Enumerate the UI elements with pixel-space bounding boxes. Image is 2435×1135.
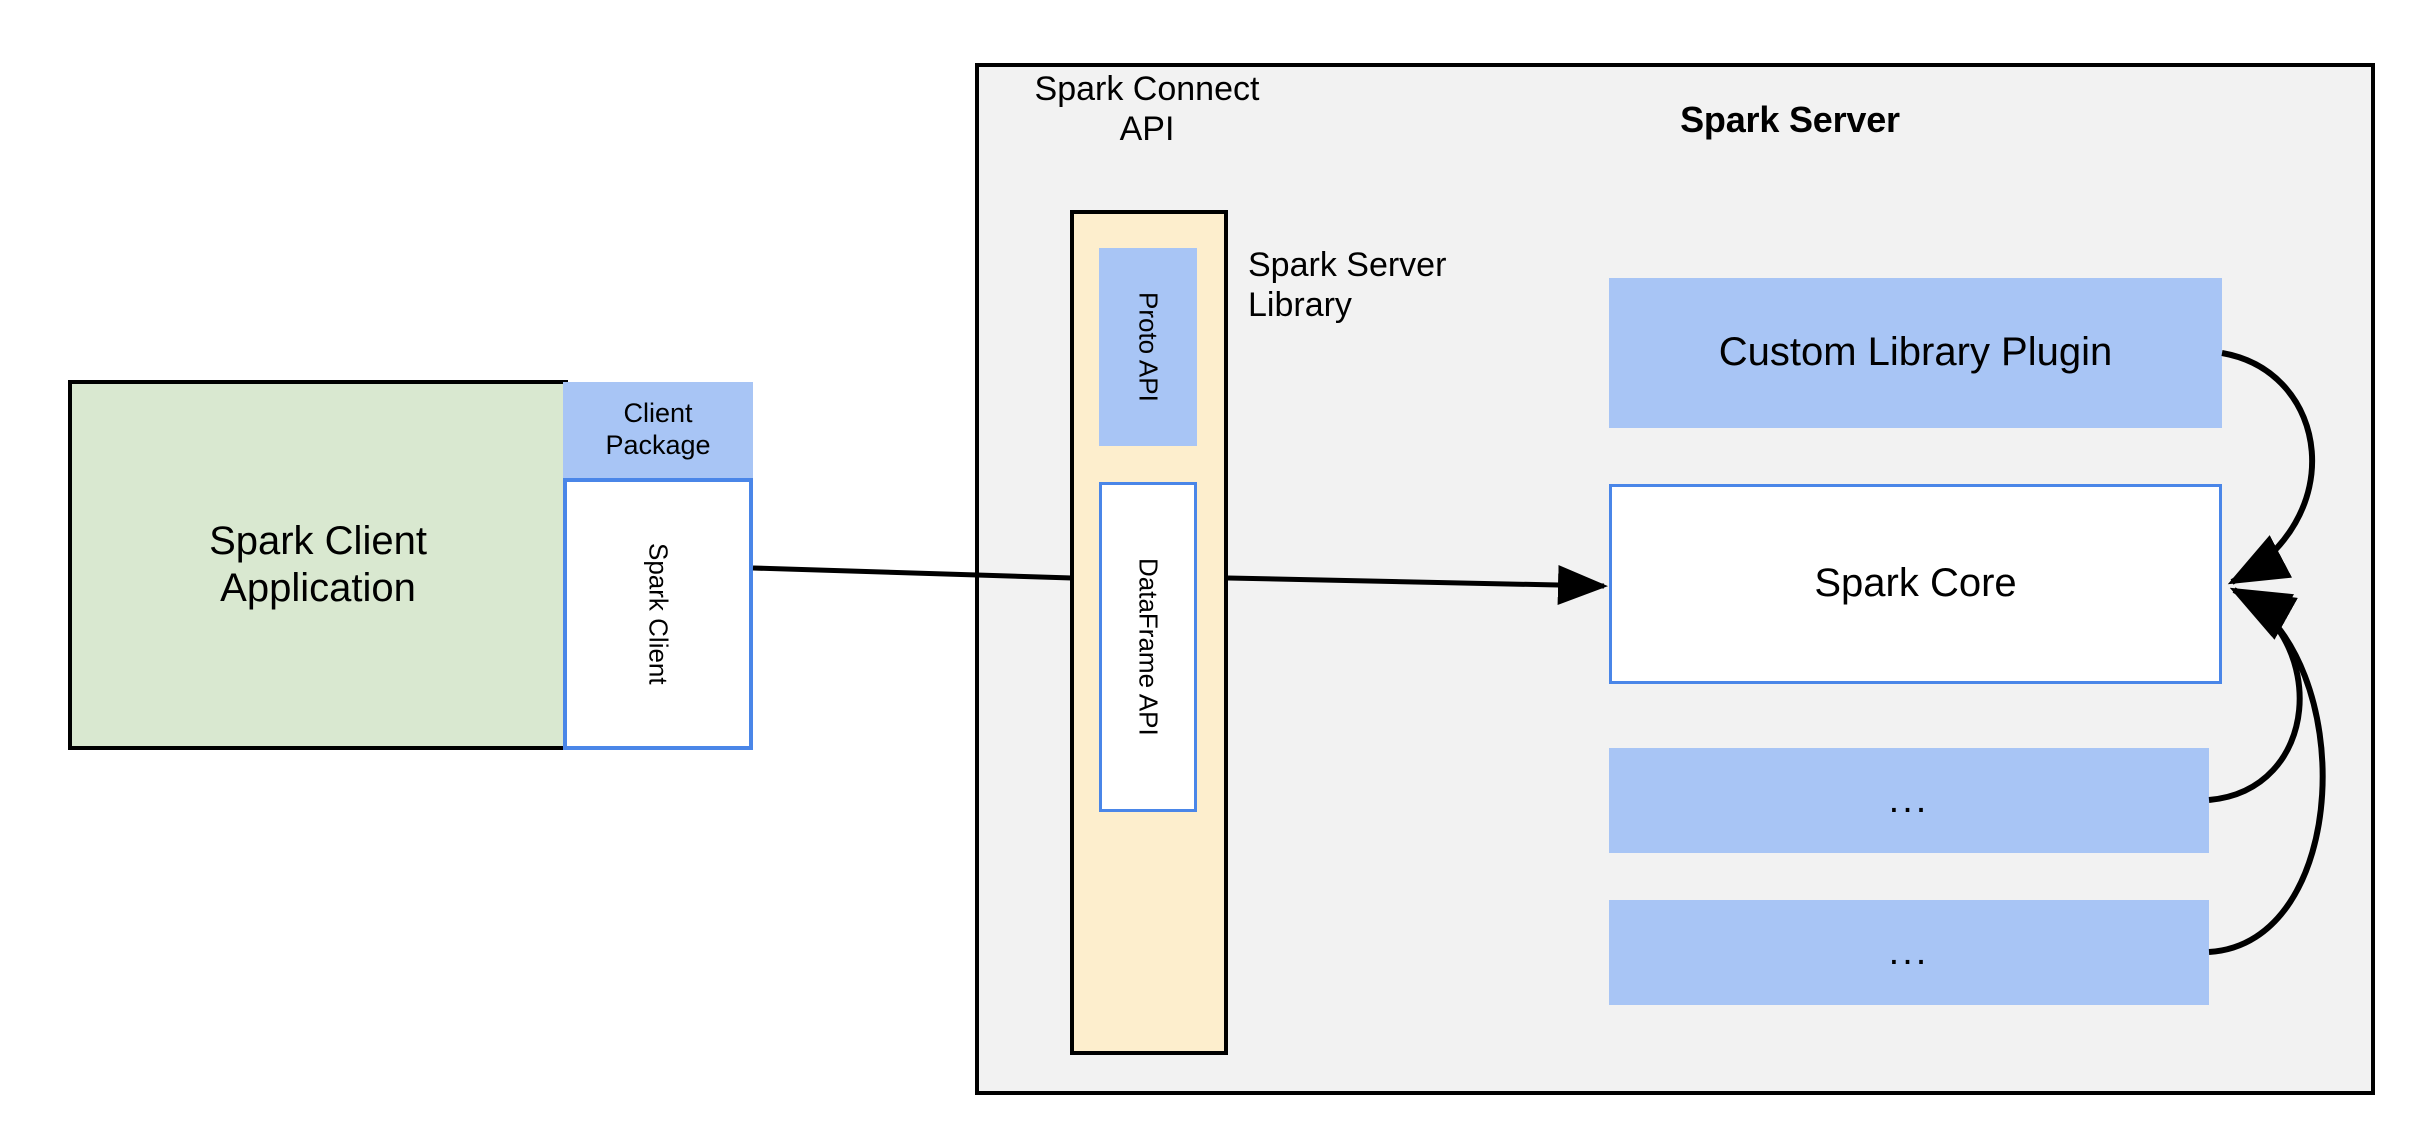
spark-client-application-label-line1: Spark Client (209, 518, 427, 563)
spark-core-box: Spark Core (1609, 484, 2222, 684)
proto-api-box: Proto API (1099, 248, 1197, 446)
dataframe-api-label: DataFrame API (1133, 558, 1164, 736)
custom-library-plugin-box: Custom Library Plugin (1609, 278, 2222, 428)
spark-client-box: Spark Client (563, 478, 753, 750)
spark-server-library-label-line2: Library (1248, 286, 1352, 325)
client-package-label-line1: Client (623, 398, 693, 429)
spark-connect-api-label-line1: Spark Connect (1034, 69, 1260, 108)
spark-client-application-label-line2: Application (220, 566, 416, 610)
spark-server-title: Spark Server (1680, 98, 1900, 140)
spark-connect-api-label-line2: API (1119, 110, 1175, 148)
dataframe-api-box: DataFrame API (1099, 482, 1197, 812)
ellipsis-box-2: ... (1609, 900, 2209, 1005)
spark-server-library-label: Spark Server Library (1248, 245, 1578, 345)
spark-client-application-box: Spark Client Application (68, 380, 568, 750)
proto-api-label: Proto API (1133, 292, 1164, 402)
ellipsis-box-1: ... (1609, 748, 2209, 853)
spark-client-label: Spark Client (643, 543, 674, 685)
client-package-box: Client Package (563, 382, 753, 478)
client-package-label-line2: Package (605, 430, 711, 460)
spark-server-library-label-line1: Spark Server (1248, 246, 1447, 284)
spark-connect-api-label: Spark Connect API (1003, 63, 1291, 155)
